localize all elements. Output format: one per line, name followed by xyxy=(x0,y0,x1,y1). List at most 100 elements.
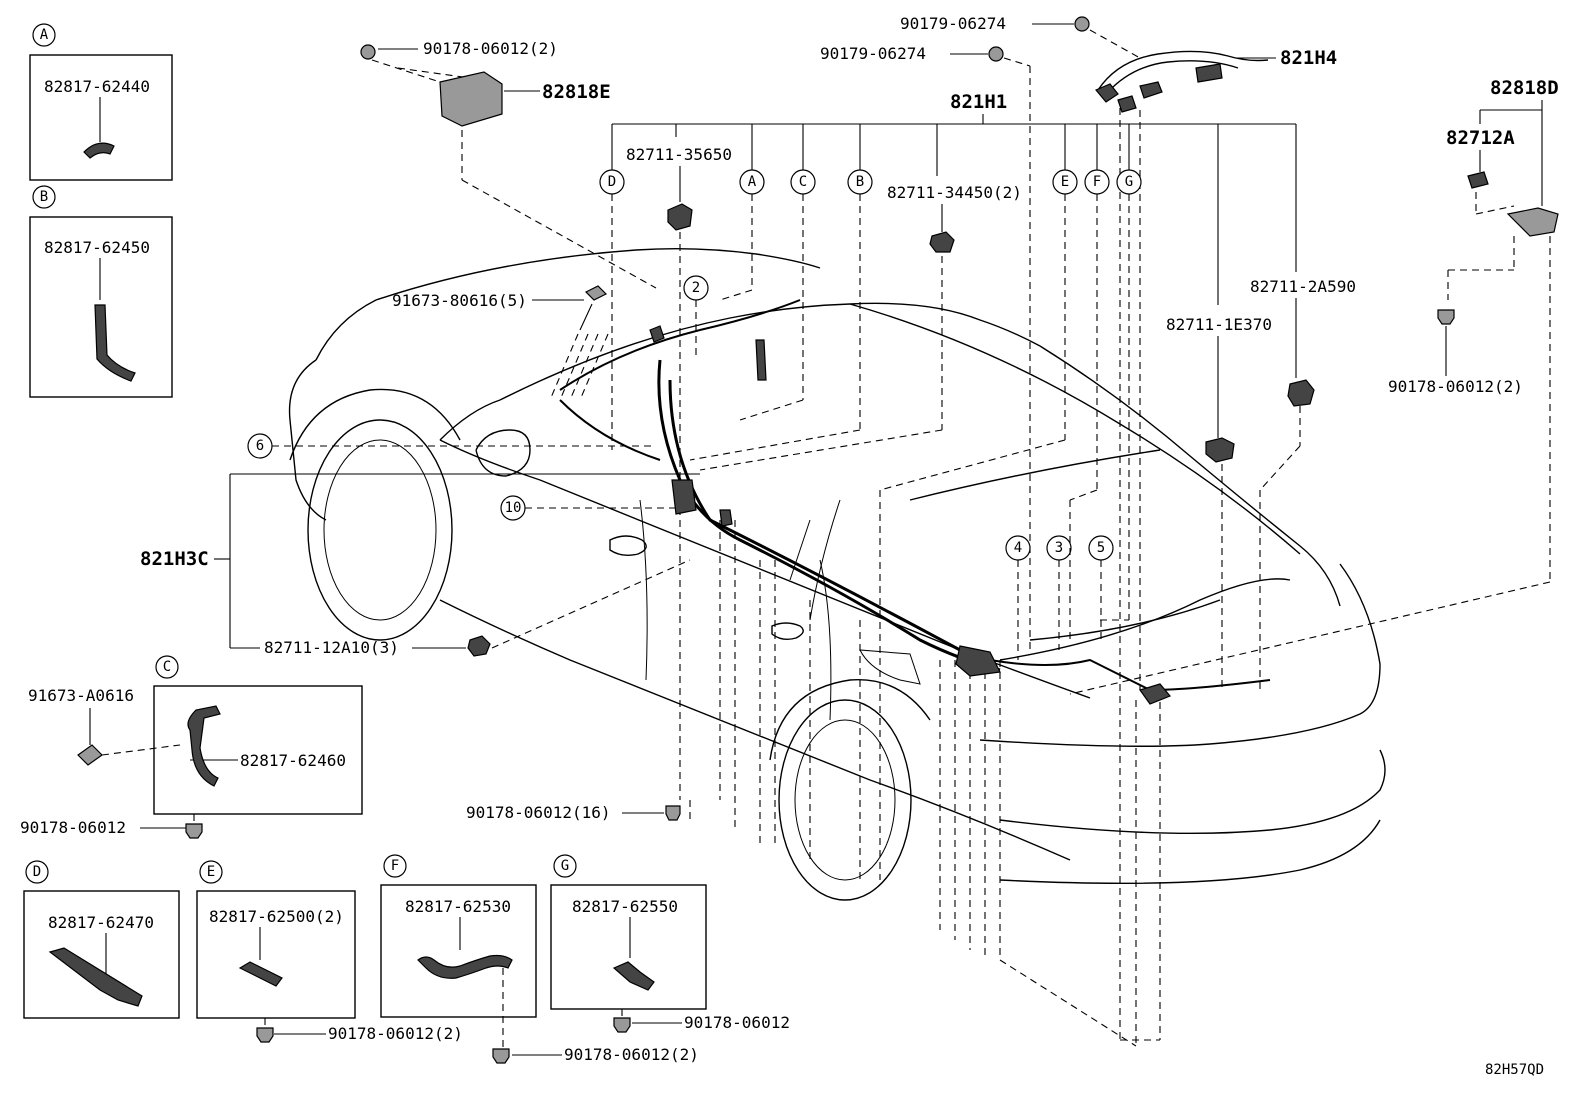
ref-number-3: 3 xyxy=(1055,540,1063,556)
inset-c-part-number[interactable]: 82817-62460 xyxy=(240,751,346,770)
inset-f-letter: F xyxy=(391,858,399,874)
callout-90179-a[interactable]: 90179-06274 xyxy=(900,14,1006,33)
inset-e-clip-number[interactable]: 90178-06012(2) xyxy=(328,1024,463,1043)
callout-82711-34450[interactable]: 82711-34450(2) xyxy=(887,183,1022,202)
inset-e-letter: E xyxy=(207,864,215,880)
inset-a-box xyxy=(29,54,173,181)
roof-rear-line xyxy=(1039,345,1341,607)
inset-b: B 82817-62450 xyxy=(29,185,173,398)
inset-g-letter: G xyxy=(561,858,569,874)
clip-icon xyxy=(665,805,681,821)
grommet-icon xyxy=(1205,437,1235,463)
callout-90178-16[interactable]: 90178-06012(16) xyxy=(466,803,611,822)
inset-g-part-number[interactable]: 82817-62550 xyxy=(572,897,678,916)
inset-e: E 82817-62500(2) 90178-06012(2) xyxy=(196,860,463,1043)
bolt-icon xyxy=(77,744,103,766)
grommet-35650-group: 82711-35650 xyxy=(626,145,732,800)
inset-c-screw-number[interactable]: 91673-A0616 xyxy=(28,686,134,705)
harness-821h4-wire xyxy=(1097,50,1269,91)
trunk-line xyxy=(999,578,1291,661)
side-mirror xyxy=(475,429,531,477)
inset-f-clip-number[interactable]: 90178-06012(2) xyxy=(564,1045,699,1064)
callout-90178-top[interactable]: 90178-06012(2) xyxy=(423,39,558,58)
inset-c-letter: C xyxy=(163,659,171,675)
rear-end xyxy=(979,563,1381,747)
rear-bumper-lower xyxy=(999,819,1381,885)
leader-lines xyxy=(611,194,1161,1047)
inset-b-part-number[interactable]: 82817-62450 xyxy=(44,238,150,257)
harness-821h4-group: 90179-06274 90179-06274 821H4 xyxy=(820,14,1337,1040)
inset-a: A 82817-62440 xyxy=(29,23,173,181)
harness-821h1-bracket: 821H1 xyxy=(611,91,1297,305)
callout-821h3c[interactable]: 821H3C xyxy=(140,548,209,570)
grommet-34450-group: 82711-34450(2) xyxy=(699,183,1022,471)
inset-b-letter: B xyxy=(40,189,48,205)
inset-a-letter-circle xyxy=(32,23,56,47)
clip-icon xyxy=(1074,16,1090,32)
ref-number-5: 5 xyxy=(1097,540,1105,556)
clamp-d-icon xyxy=(48,947,143,1007)
callout-821h4[interactable]: 821H4 xyxy=(1280,47,1337,69)
vehicle-outline xyxy=(288,247,1386,901)
inset-d-letter: D xyxy=(33,864,41,880)
front-wheel-arch xyxy=(289,388,461,461)
roof-line xyxy=(849,303,1301,555)
inset-c: C 82817-62460 91673-A0616 90178-06012 xyxy=(20,655,363,839)
bracket-82818e-group: 90178-06012(2) 82818E xyxy=(360,39,657,289)
callout-82818d[interactable]: 82818D xyxy=(1490,77,1559,99)
callout-821h1[interactable]: 821H1 xyxy=(950,91,1007,113)
inset-f-part-number[interactable]: 82817-62530 xyxy=(405,897,511,916)
windshield-top xyxy=(499,302,1041,401)
clip-icon xyxy=(360,44,376,60)
clamp-e-icon xyxy=(238,961,283,987)
inset-c-clip-number[interactable]: 90178-06012 xyxy=(20,818,126,837)
clamp-a-icon xyxy=(83,142,115,159)
front-door-handle xyxy=(609,535,647,557)
inset-d-part-number[interactable]: 82817-62470 xyxy=(48,913,154,932)
callout-90178-right[interactable]: 90178-06012(2) xyxy=(1388,377,1523,396)
callout-82711-35650[interactable]: 82711-35650 xyxy=(626,145,732,164)
ref-letter-d: D xyxy=(608,174,616,190)
callout-82712a[interactable]: 82712A xyxy=(1446,127,1515,149)
ref-number-4: 4 xyxy=(1014,540,1022,556)
inset-c-box xyxy=(153,685,363,815)
callout-82711-1e370[interactable]: 82711-1E370 xyxy=(1166,315,1272,334)
inset-g-clip-number[interactable]: 90178-06012 xyxy=(684,1013,790,1032)
ref-letter-a: A xyxy=(748,174,757,190)
rear-wheel xyxy=(778,699,912,901)
callout-91673-80616[interactable]: 91673-80616(5) xyxy=(392,291,527,310)
front-wheel xyxy=(307,419,453,641)
inset-a-part-number[interactable]: 82817-62440 xyxy=(44,77,150,96)
inset-g: G 82817-62550 90178-06012 xyxy=(550,854,790,1033)
numbered-references: 2 6 10 4 3 5 xyxy=(247,275,1114,660)
inset-g-box xyxy=(550,884,707,1010)
side-sill xyxy=(439,599,1071,861)
ref-letter-g: G xyxy=(1125,174,1133,190)
ref-letter-e: E xyxy=(1061,174,1069,190)
grommet-icon xyxy=(1287,379,1315,407)
ref-number-6: 6 xyxy=(256,438,264,454)
callout-90179-b[interactable]: 90179-06274 xyxy=(820,44,926,63)
connector-icon xyxy=(1467,171,1489,189)
grommet-icon xyxy=(929,231,955,253)
callout-82711-12a10[interactable]: 82711-12A10(3) xyxy=(264,638,399,657)
rear-wheel-arch xyxy=(769,678,931,761)
callout-82711-2a590[interactable]: 82711-2A590 xyxy=(1250,277,1356,296)
ref-number-2: 2 xyxy=(692,280,700,296)
grommet-1e370-group: 82711-1E370 xyxy=(1166,315,1272,690)
inset-e-part-number[interactable]: 82817-62500(2) xyxy=(209,907,344,926)
callout-82818e[interactable]: 82818E xyxy=(542,81,611,103)
clip-icon xyxy=(1437,309,1455,325)
inset-a-letter: A xyxy=(40,27,49,43)
clip-icon xyxy=(185,823,203,839)
bracket-82818e-icon xyxy=(439,71,503,127)
harness-821h3c-group: 821H3C 82711-12A10(3) xyxy=(140,473,700,657)
front-fascia xyxy=(288,359,327,521)
ref-letter-c: C xyxy=(799,174,807,190)
inset-f: F 82817-62530 90178-06012(2) xyxy=(380,854,699,1064)
clip-16-group: 90178-06012(16) xyxy=(466,803,681,822)
rear-door-line xyxy=(819,559,832,721)
bracket-82818d-icon xyxy=(1506,207,1559,237)
hood-line xyxy=(315,247,821,361)
grommet-icon xyxy=(467,635,491,657)
